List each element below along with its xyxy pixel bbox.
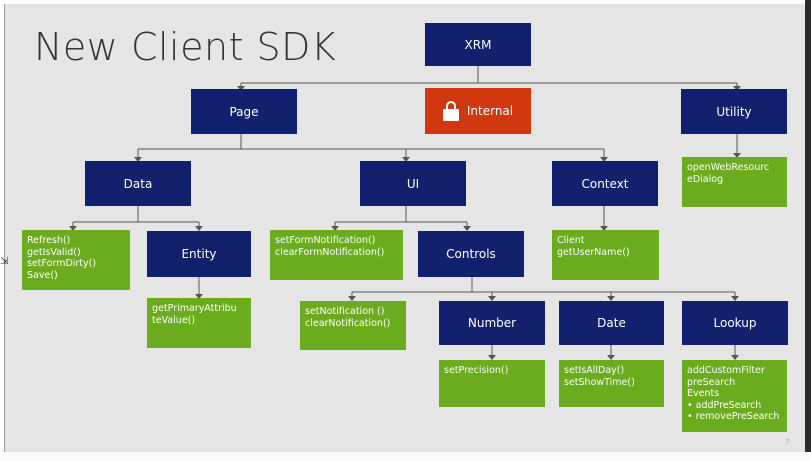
node-page: Page xyxy=(191,89,297,134)
context-method-list: Client getUserName() xyxy=(552,230,659,280)
method-item: setFormNotification() xyxy=(275,235,376,246)
date-method-list: setIsAllDay() setShowTime() xyxy=(559,360,664,407)
method-item: openWebResourc xyxy=(687,162,770,173)
method-item: setPrecision() xyxy=(444,365,509,376)
node-lookup: Lookup xyxy=(682,301,788,345)
node-number: Number xyxy=(439,301,545,345)
node-utility-label: Utility xyxy=(716,104,752,119)
window-border-right xyxy=(805,0,811,461)
controls-method-list: setNotification () clearNotification() xyxy=(300,301,406,350)
node-data: Data xyxy=(85,161,191,206)
page-number: 7 xyxy=(785,438,790,446)
method-item: • removePreSearch xyxy=(687,411,780,422)
node-date: Date xyxy=(559,301,664,345)
node-context: Context xyxy=(552,161,658,206)
method-item: Events xyxy=(687,388,720,399)
method-item: Save() xyxy=(27,269,58,281)
node-date-label: Date xyxy=(597,316,626,330)
node-controls-label: Controls xyxy=(446,247,496,261)
method-item: setNotification () xyxy=(305,306,385,317)
method-item: teValue() xyxy=(152,314,196,326)
method-item: getIsValid() xyxy=(27,246,81,258)
node-internal-label: Internal xyxy=(466,104,514,118)
node-controls: Controls xyxy=(418,231,524,277)
node-number-label: Number xyxy=(467,316,517,330)
node-data-label: Data xyxy=(123,176,153,191)
method-item: Refresh() xyxy=(27,235,71,246)
ui-method-list: setFormNotification() clearFormNotificat… xyxy=(270,230,403,280)
node-entity-label: Entity xyxy=(181,247,217,261)
slide: New Client SDK xyxy=(5,4,805,452)
window-border-left xyxy=(4,4,5,452)
node-context-label: Context xyxy=(581,176,629,191)
method-item: addCustomFilter xyxy=(687,365,765,376)
method-item: getPrimaryAttribu xyxy=(152,303,237,314)
utility-method-list: openWebResourc eDialog xyxy=(682,157,787,207)
method-item: clearNotification() xyxy=(305,317,391,329)
method-item: • addPreSearch xyxy=(687,399,762,411)
method-item: setIsAllDay() xyxy=(564,365,625,376)
method-item: Client xyxy=(557,235,585,246)
method-item: clearFormNotification() xyxy=(275,246,385,258)
method-item: getUserName() xyxy=(557,246,630,258)
node-entity: Entity xyxy=(147,231,251,277)
node-utility: Utility xyxy=(681,89,787,134)
cursor-icon: ⇲ xyxy=(0,256,9,267)
method-item: preSearch xyxy=(687,376,736,388)
method-item: eDialog xyxy=(687,173,724,185)
lock-icon xyxy=(442,101,459,121)
method-item: setShowTime() xyxy=(564,376,635,388)
connector-lines xyxy=(69,66,741,360)
number-method-list: setPrecision() xyxy=(439,360,545,407)
node-xrm: XRM xyxy=(425,23,531,66)
method-item: setFormDirty() xyxy=(27,258,97,269)
entity-method-list: getPrimaryAttribu teValue() xyxy=(147,298,251,348)
lookup-method-list: addCustomFilter preSearch Events • addPr… xyxy=(682,360,787,432)
node-lookup-label: Lookup xyxy=(713,316,757,330)
data-method-list: Refresh() getIsValid() setFormDirty() Sa… xyxy=(22,230,130,290)
node-ui: UI xyxy=(360,161,466,206)
window-border-bottom xyxy=(0,452,811,461)
node-ui-label: UI xyxy=(406,176,420,191)
node-page-label: Page xyxy=(229,104,259,119)
node-xrm-label: XRM xyxy=(464,37,492,52)
slide-title: New Client SDK xyxy=(34,25,337,69)
node-internal: Internal xyxy=(425,88,531,134)
